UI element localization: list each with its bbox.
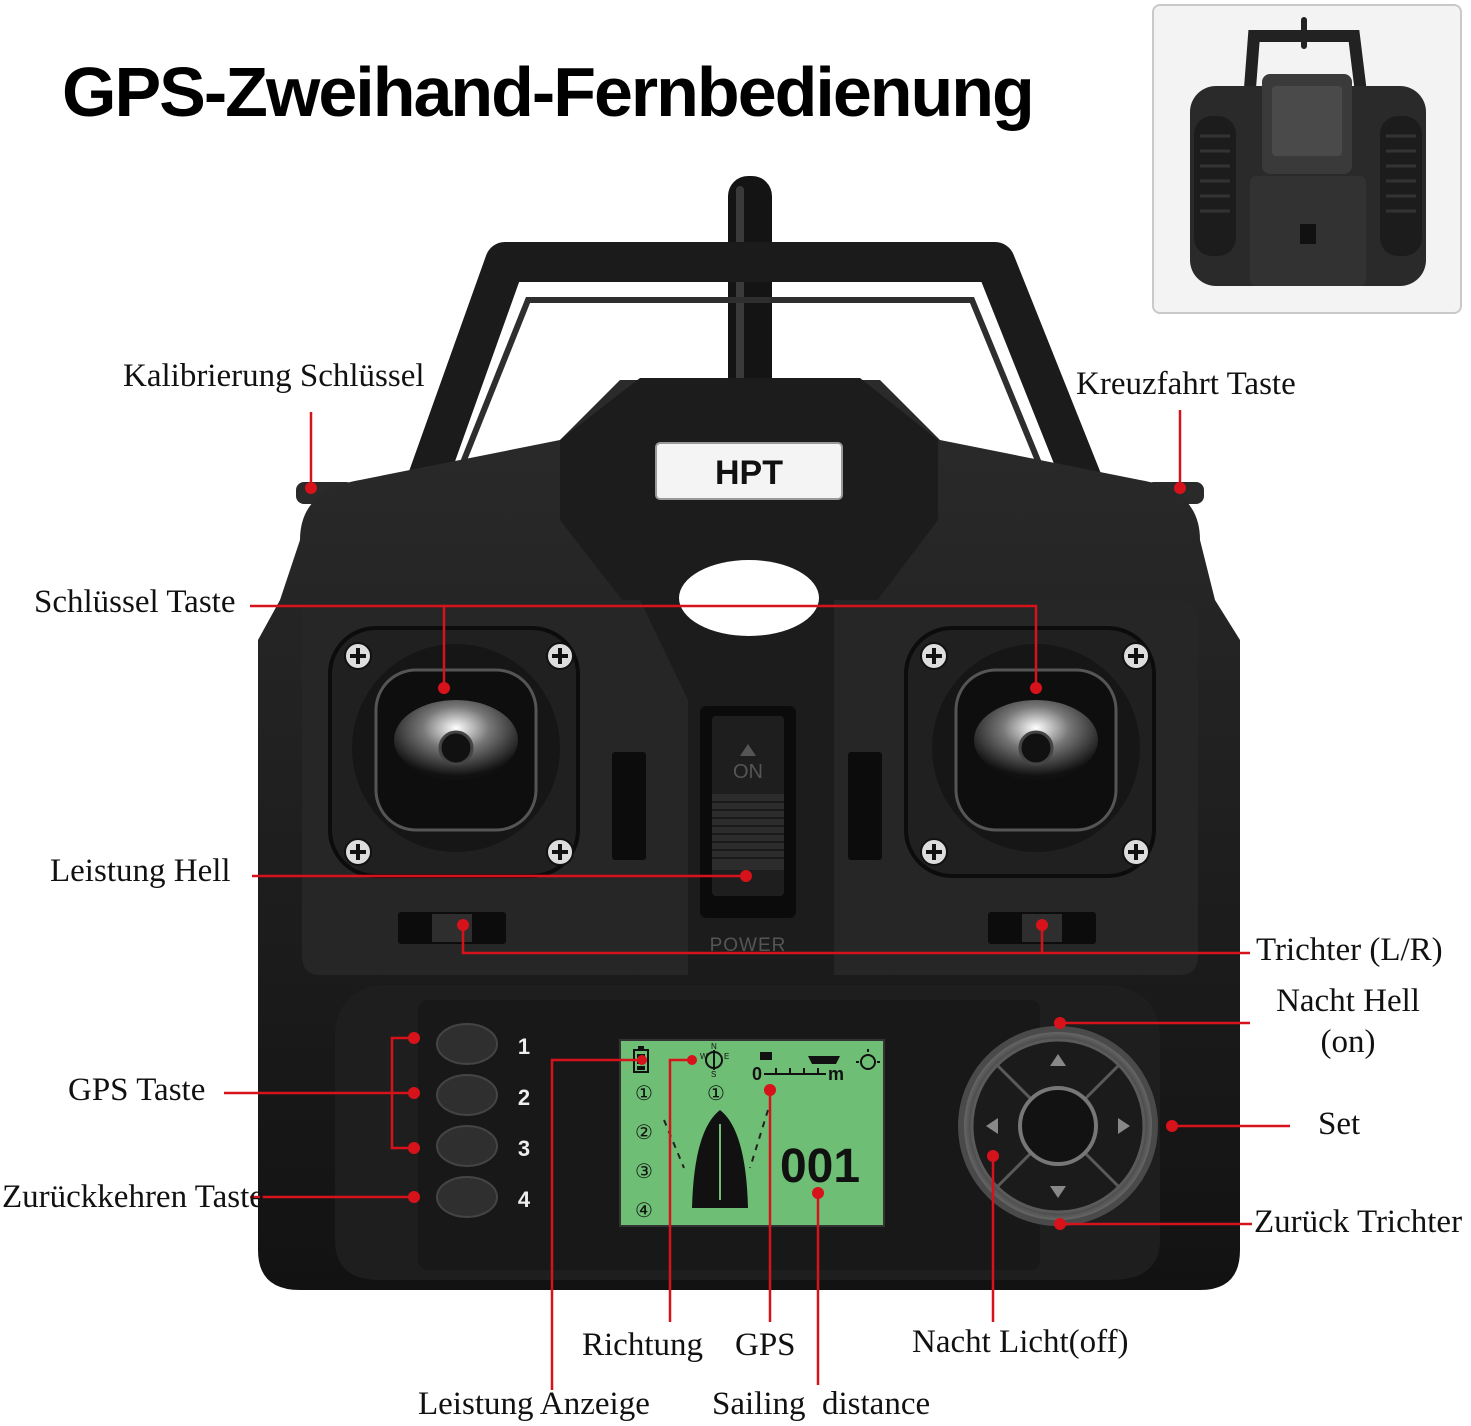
key-button-label: Schlüssel Taste <box>34 584 236 620</box>
compass-n: N <box>711 1042 717 1051</box>
gps-buttons[interactable] <box>436 1023 498 1218</box>
left-stick[interactable] <box>328 626 580 878</box>
up-arrow-icon <box>1050 1054 1066 1066</box>
distance-scale <box>764 1068 826 1075</box>
gps-button-3-label: 3 <box>518 1136 530 1161</box>
cruise-button-label: Kreuzfahrt Taste <box>1076 366 1296 402</box>
back-view-inset <box>1152 4 1462 314</box>
light-bulb-icon <box>856 1049 880 1070</box>
screw-slots <box>350 648 1144 860</box>
left-arrow-icon <box>986 1118 998 1134</box>
carry-handle <box>401 242 1109 508</box>
trim-label: Trichter (L/R) <box>1256 932 1443 968</box>
sailing-distance-label: Sailing distance <box>712 1386 931 1422</box>
power-switch[interactable] <box>700 706 796 918</box>
lcd-slot-1: ① <box>635 1083 653 1105</box>
night-light-on-label: Nacht Hell <box>1276 983 1420 1019</box>
gps-button-4-label: 4 <box>518 1187 531 1212</box>
return-button[interactable] <box>436 1176 498 1218</box>
compass-e: E <box>724 1052 729 1061</box>
power-light-label: Leistung Hell <box>50 853 231 889</box>
scale-start: 0 <box>752 1064 762 1084</box>
gps-button-2-label: 2 <box>518 1085 530 1110</box>
remote-back-illustration <box>1190 17 1426 286</box>
night-light-off-label: Nacht Licht(off) <box>912 1324 1129 1360</box>
power-on-label: ON <box>733 761 763 783</box>
boat-start-icon <box>760 1052 772 1060</box>
gps-button-1-label: 1 <box>518 1034 530 1059</box>
down-arrow-icon <box>1050 1186 1066 1198</box>
lcd-screen <box>619 1039 885 1227</box>
set-label: Set <box>1318 1106 1361 1142</box>
left-horizontal-trim[interactable] <box>398 912 506 944</box>
right-arrow-icon <box>1118 1118 1130 1134</box>
small-boat-icon <box>808 1056 840 1064</box>
direction-pad[interactable] <box>958 1026 1158 1226</box>
return-hopper-label: Zurück Trichter <box>1254 1204 1463 1240</box>
lcd-active-slot: ① <box>707 1083 725 1105</box>
right-vertical-trim[interactable] <box>848 752 882 860</box>
gps-button-3[interactable] <box>436 1125 498 1167</box>
compass-s: S <box>711 1070 716 1079</box>
gps-label: GPS <box>735 1327 796 1363</box>
compass-w: W <box>700 1052 708 1061</box>
gps-button-1[interactable] <box>436 1023 498 1065</box>
indicator-window <box>679 560 819 636</box>
brand-badge <box>655 442 843 500</box>
compass-icon <box>705 1050 723 1070</box>
callout-lines <box>224 410 1290 1390</box>
return-button-label: Zurückkehren Taste <box>2 1179 264 1215</box>
brand-label: HPT <box>715 454 783 492</box>
callout-dots <box>305 482 1186 1230</box>
lcd-slot-4: ④ <box>635 1200 653 1222</box>
left-vertical-trim[interactable] <box>612 752 646 860</box>
page-title: GPS-Zweihand-Fernbedienung <box>62 53 1035 131</box>
lcd-slot-2: ② <box>635 1122 653 1144</box>
calibration-key-label: Kalibrierung Schlüssel <box>123 358 425 394</box>
power-indicator-label: Leistung Anzeige <box>418 1386 650 1422</box>
gps-button-label: GPS Taste <box>68 1072 206 1108</box>
scale-unit: m <box>828 1064 844 1084</box>
direction-label: Richtung <box>582 1327 703 1363</box>
set-button[interactable] <box>1018 1086 1098 1166</box>
lcd-counter: 001 <box>780 1140 860 1193</box>
antenna <box>728 176 772 416</box>
right-stick[interactable] <box>904 626 1156 878</box>
power-label: POWER <box>710 935 787 956</box>
lcd-slot-3: ③ <box>635 1161 653 1183</box>
gps-button-2[interactable] <box>436 1074 498 1116</box>
night-light-on-sublabel: (on) <box>1320 1024 1376 1060</box>
